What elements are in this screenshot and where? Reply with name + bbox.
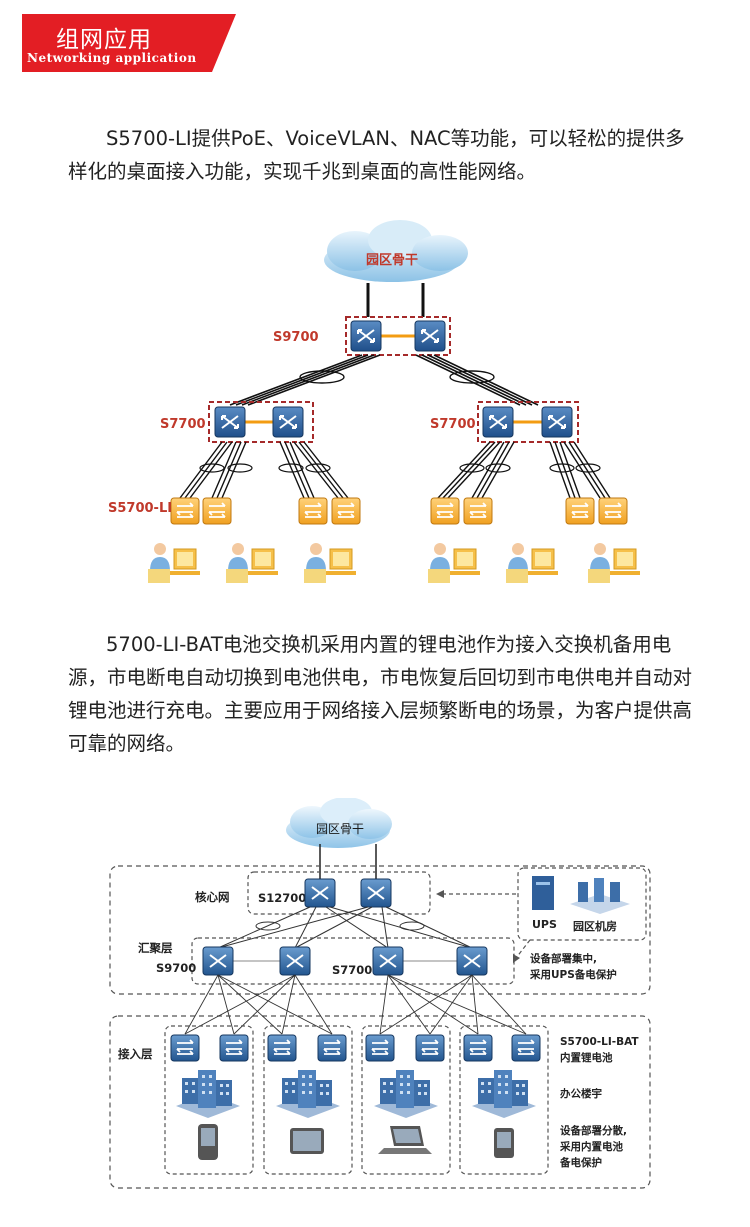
- section-subtitle: Networking application: [27, 51, 197, 65]
- intro-paragraph-text: S5700-LI提供PoE、VoiceVLAN、NAC等功能，可以轻松的提供多样…: [68, 127, 685, 183]
- access-switch-icon: [415, 1034, 445, 1062]
- access-switch-icon: [511, 1034, 541, 1062]
- agg-switch-icon: [202, 946, 234, 976]
- agg-switch-icon: [272, 406, 304, 438]
- battery-paragraph: 5700-LI-BAT电池交换机采用内置的锂电池作为接入交换机备用电源，市电断电…: [68, 628, 698, 760]
- agg-right-label: S7700: [430, 417, 476, 432]
- access-switches: [170, 497, 628, 525]
- server-room-label: 园区机房: [573, 919, 617, 933]
- agg-switch-icon: [372, 946, 404, 976]
- desktop-users: [147, 542, 641, 584]
- core-switch-icon: [360, 878, 392, 908]
- agg-switch-icon: [214, 406, 246, 438]
- note-centralized-line2: 采用UPS备电保护: [529, 968, 617, 981]
- ups-icon: [532, 876, 554, 910]
- desktop-access-diagram: 园区骨干 S9700 S7700 S7700: [108, 220, 641, 584]
- access-zone-3: [361, 1025, 451, 1175]
- section-banner: [22, 14, 236, 72]
- access-zone-1: [164, 1025, 254, 1175]
- access-switches: [170, 1034, 541, 1062]
- core-group-frame: [247, 871, 431, 915]
- access-zone-4: [459, 1025, 549, 1175]
- access-label: S5700-LI: [108, 501, 172, 516]
- backbone-cloud: 园区骨干: [324, 220, 468, 282]
- agg-switch-icon: [456, 946, 488, 976]
- user-pc-icon: [427, 542, 481, 584]
- user-pc-icon: [225, 542, 279, 584]
- agg-switch-icon: [482, 406, 514, 438]
- agg-left-frame: [208, 401, 314, 443]
- core-switch-icon: [414, 320, 446, 352]
- access-switch-icon: [598, 497, 628, 525]
- access-switch-icon: [331, 497, 361, 525]
- access-switch-icon: [298, 497, 328, 525]
- cloud-label: 园区骨干: [366, 253, 418, 268]
- core-label: S9700: [273, 330, 319, 345]
- office-building-icon: [472, 1070, 536, 1118]
- handheld-icon: [494, 1128, 514, 1158]
- access-zone-2: [263, 1025, 353, 1175]
- ups-label: UPS: [532, 918, 557, 931]
- agg-left-device-label: S9700: [156, 961, 196, 975]
- server-room-icon: [570, 878, 630, 914]
- agg-switch-icon: [541, 406, 573, 438]
- battery-paragraph-text: 5700-LI-BAT电池交换机采用内置的锂电池作为接入交换机备用电源，市电断电…: [68, 633, 693, 755]
- access-switch-icon: [565, 497, 595, 525]
- agg-left-label: S7700: [160, 417, 206, 432]
- office-building-icon: [176, 1070, 240, 1118]
- backbone-cloud: 园区骨干: [286, 798, 392, 848]
- access-layer-frame: [109, 1015, 651, 1189]
- note-centralized-line1: 设备部署集中,: [530, 952, 597, 965]
- intro-paragraph: S5700-LI提供PoE、VoiceVLAN、NAC等功能，可以轻松的提供多样…: [68, 122, 698, 188]
- access-switch-icon: [170, 497, 200, 525]
- agg-switch-icon: [279, 946, 311, 976]
- access-switch-icon: [317, 1034, 347, 1062]
- office-building-icon: [374, 1070, 438, 1118]
- access-switch-icon: [430, 497, 460, 525]
- core-layer-label: 核心网: [195, 890, 230, 904]
- note-building: 办公楼宇: [560, 1087, 602, 1100]
- access-switch-icon: [170, 1034, 200, 1062]
- note-dispersed-line2: 采用内置电池: [559, 1140, 623, 1153]
- note-bat-model: S5700-LI-BAT: [560, 1036, 639, 1048]
- core-device-label: S12700: [258, 891, 306, 905]
- user-pc-icon: [505, 542, 559, 584]
- agg-layer-label: 汇聚层: [138, 941, 173, 955]
- agg-right-frame: [477, 401, 579, 443]
- section-title: 组网应用: [56, 27, 152, 53]
- access-switch-icon: [463, 1034, 493, 1062]
- user-pc-icon: [587, 542, 641, 584]
- access-switch-icon: [202, 497, 232, 525]
- banner-shape: [22, 14, 236, 72]
- office-buildings: [176, 1070, 536, 1118]
- core-switch-icon: [350, 320, 382, 352]
- core-switch-icon: [304, 878, 336, 908]
- ups-room-frame: [517, 867, 647, 941]
- access-switch-icon: [219, 1034, 249, 1062]
- tablet-icon: [290, 1128, 324, 1154]
- cloud-label: 园区骨干: [316, 822, 364, 836]
- core-group-frame: [345, 316, 451, 356]
- agg-group-frame: [191, 937, 515, 985]
- note-dispersed-line3: 备电保护: [559, 1156, 602, 1169]
- laptop-icon: [378, 1126, 432, 1154]
- office-building-icon: [276, 1070, 340, 1118]
- access-layer-label: 接入层: [118, 1047, 153, 1061]
- note-bat-battery: 内置锂电池: [560, 1051, 613, 1064]
- agg-right-device-label: S7700: [332, 963, 372, 977]
- battery-switch-diagram: 园区骨干 核心网 S12700 UPS 园区机房 设备部署集中, 采用UPS备电…: [109, 798, 651, 1189]
- access-switch-icon: [267, 1034, 297, 1062]
- core-agg-layer-frame: [109, 865, 651, 995]
- access-switch-icon: [365, 1034, 395, 1062]
- access-switch-icon: [463, 497, 493, 525]
- user-pc-icon: [303, 542, 357, 584]
- note-dispersed-line1: 设备部署分散,: [560, 1124, 627, 1137]
- user-pc-icon: [147, 542, 201, 584]
- pda-icon: [198, 1124, 218, 1160]
